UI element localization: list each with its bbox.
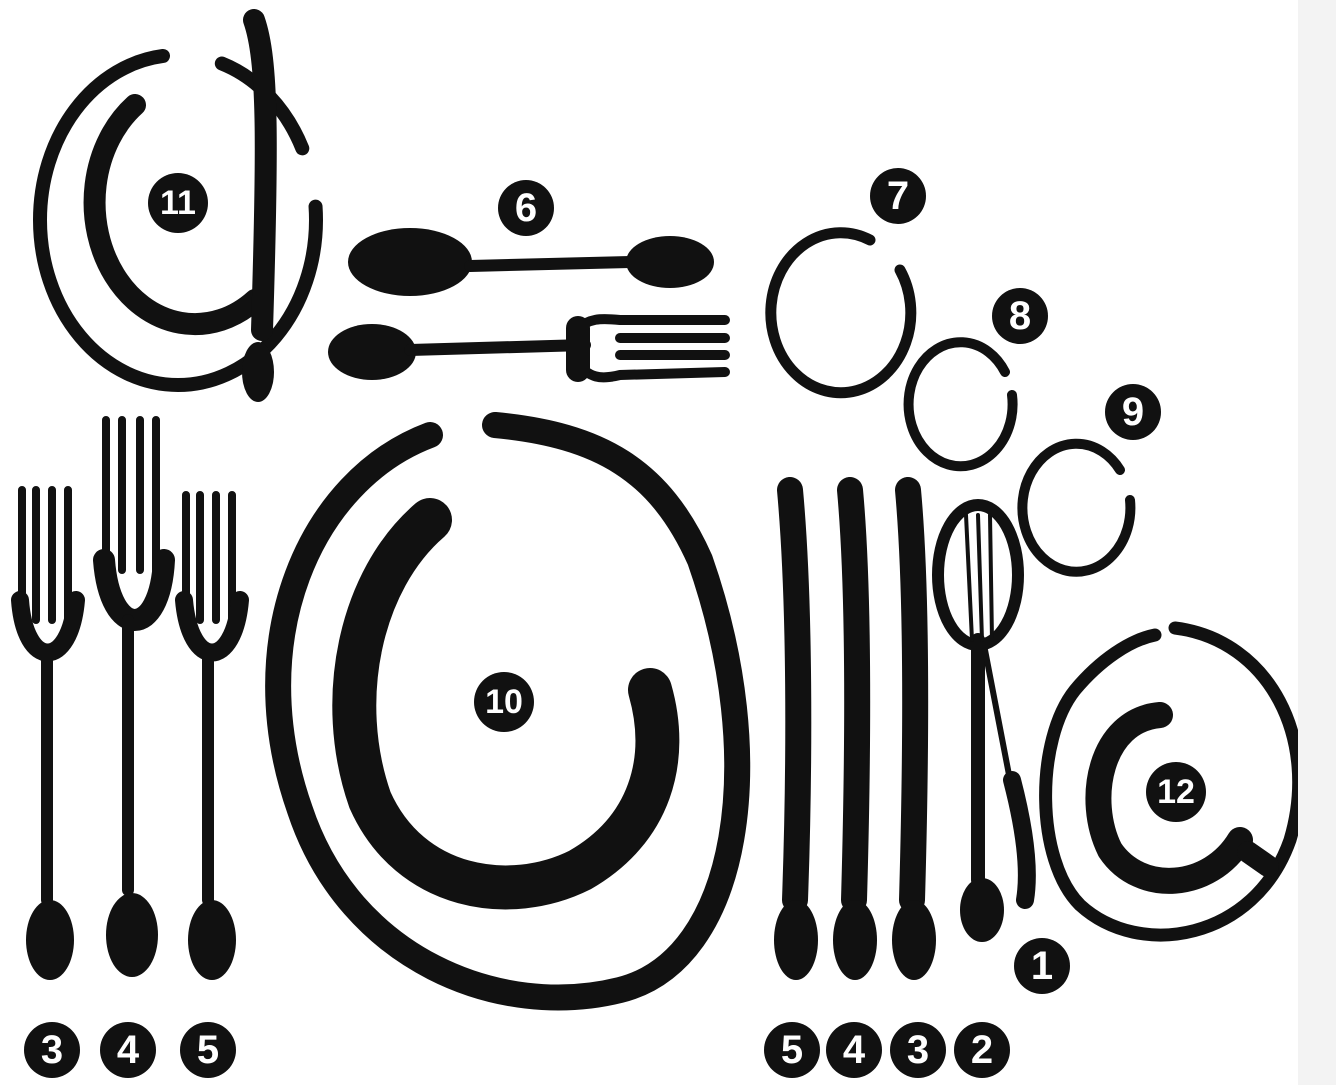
badge-left-4: 4: [100, 1022, 156, 1078]
label-7: 7: [887, 174, 909, 218]
badge-8: 8: [992, 288, 1048, 344]
badge-right-3: 3: [890, 1022, 946, 1078]
label-6: 6: [515, 186, 537, 230]
badge-10: 10: [474, 672, 534, 732]
dessert-fork-icon: [328, 319, 725, 380]
label-10: 10: [485, 683, 523, 721]
badge-right-4: 4: [826, 1022, 882, 1078]
label-right-4: 4: [843, 1028, 866, 1072]
label-12: 12: [1157, 773, 1195, 811]
label-1: 1: [1031, 944, 1053, 988]
badge-left-3: 3: [24, 1022, 80, 1078]
label-9: 9: [1122, 390, 1144, 434]
label-left-5: 5: [197, 1028, 219, 1072]
badge-11: 11: [148, 173, 208, 233]
label-right-3: 3: [907, 1028, 929, 1072]
knife-3-icon: [892, 490, 936, 980]
label-11: 11: [160, 184, 196, 222]
label-left-3: 3: [41, 1028, 63, 1072]
glass-8-icon: [909, 342, 1013, 466]
label-right-5: 5: [781, 1028, 803, 1072]
badge-6: 6: [498, 180, 554, 236]
fork-3-icon: [20, 490, 76, 980]
badge-7: 7: [870, 168, 926, 224]
badge-right-2: 2: [954, 1022, 1010, 1078]
badge-right-5: 5: [764, 1022, 820, 1078]
badge-9: 9: [1105, 384, 1161, 440]
side-strip: [1298, 0, 1336, 1085]
label-8: 8: [1009, 294, 1031, 338]
badge-left-5: 5: [180, 1022, 236, 1078]
fork-5-icon: [184, 495, 240, 980]
label-left-4: 4: [117, 1028, 140, 1072]
fork-4-icon: [104, 420, 164, 977]
badge-12: 12: [1146, 762, 1206, 822]
knife-4-icon: [833, 490, 877, 980]
dessert-spoon-icon: [348, 228, 714, 296]
label-right-2: 2: [971, 1028, 993, 1072]
badge-1: 1: [1014, 938, 1070, 994]
glass-9-icon: [1022, 444, 1130, 572]
glass-7-icon: [771, 233, 911, 393]
knife-5-icon: [774, 490, 818, 980]
